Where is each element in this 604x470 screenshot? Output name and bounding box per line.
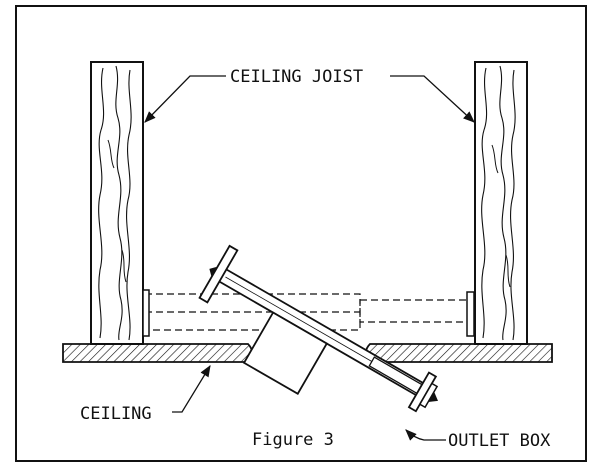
leader-lines xyxy=(144,75,475,441)
outlet-box-leader xyxy=(405,429,446,441)
figure-caption: Figure 3 xyxy=(252,430,334,450)
tilted-hanger-assembly xyxy=(198,244,439,413)
ceiling-joist-label: CEILING JOIST xyxy=(230,67,363,87)
joist-leader-right xyxy=(390,75,475,123)
left-ceiling-joist xyxy=(90,61,144,345)
ceiling-right-section xyxy=(365,343,553,363)
outlet-box-label: OUTLET BOX xyxy=(448,431,551,451)
ceiling-leader xyxy=(172,365,211,413)
outlet-box xyxy=(242,311,328,396)
figure-frame xyxy=(15,5,587,462)
ceiling-label: CEILING xyxy=(80,404,152,424)
right-bar-end-bracket xyxy=(466,291,475,337)
right-ceiling-joist xyxy=(474,61,528,345)
ceiling-left-section xyxy=(62,343,253,363)
left-bar-end-bracket xyxy=(142,289,150,337)
joist-leader-left xyxy=(144,75,226,123)
